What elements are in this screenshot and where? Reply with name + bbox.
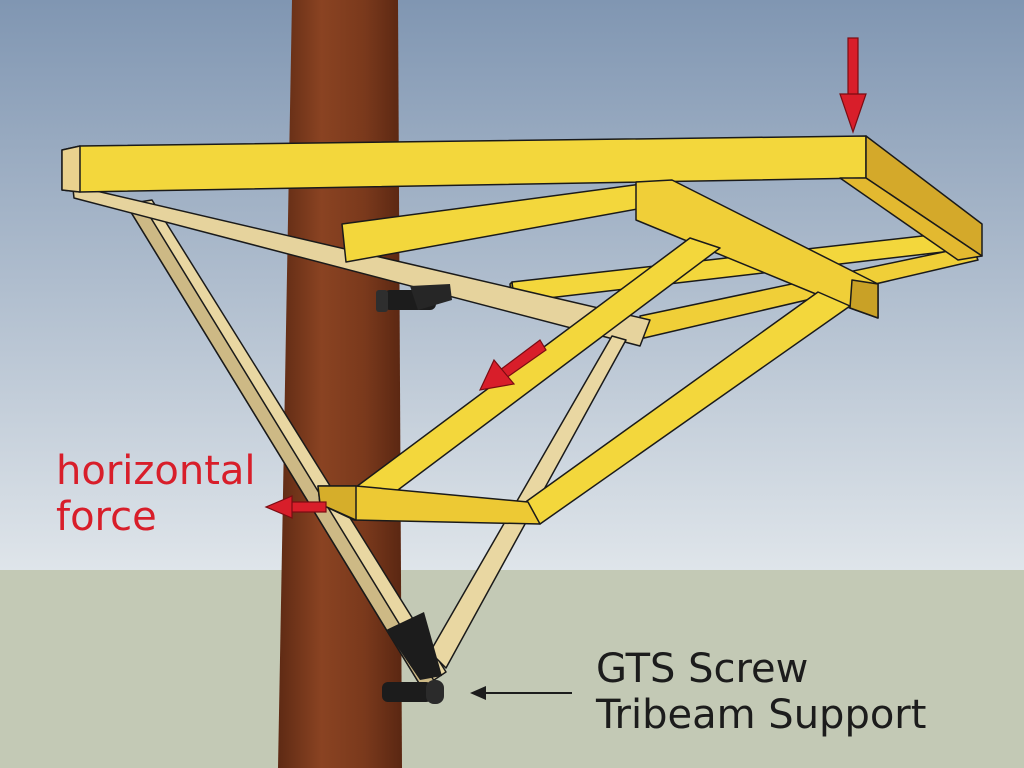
left-arrow-icon [264,495,327,519]
tan-brace-left [71,179,651,689]
diagonal-arrow-icon [478,339,547,391]
ground [0,570,1024,768]
yellow-frame [61,135,983,525]
force-label-line1: horizontal [56,448,256,494]
pointer-arrow-icon [470,686,572,700]
gts-screw-upper [376,284,452,312]
caption-line1: GTS Screw [596,646,809,692]
down-arrow-icon [839,37,867,134]
gts-screw-lower [382,612,444,704]
force-label-line2: force [56,494,157,540]
tree-trunk [278,0,402,768]
caption-line2: Tribeam Support [596,692,927,738]
horizontal-force-label: horizontal force [56,448,256,540]
gts-screw-caption: GTS Screw Tribeam Support [596,646,926,738]
